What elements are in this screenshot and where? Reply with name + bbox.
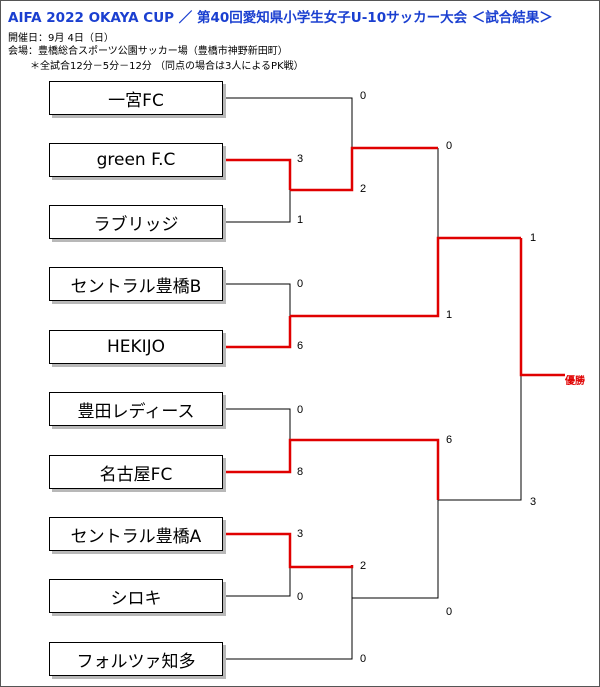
- team-slot-8: セントラル豊橋A: [49, 517, 223, 551]
- score-r1-1: 0: [360, 90, 367, 102]
- score-r1-3: 1: [297, 214, 304, 226]
- score-r3-1: 0: [446, 140, 453, 152]
- score-r1-4: 0: [297, 278, 304, 290]
- score-r2-2: 1: [446, 309, 453, 321]
- score-r1-6: 0: [297, 404, 304, 416]
- bracket-line-ichinomiya: [223, 97, 353, 148]
- score-r1-9: 0: [297, 591, 304, 603]
- score-final-1: 1: [530, 232, 537, 244]
- team-slot-7: 名古屋FC: [49, 455, 223, 489]
- bracket-win-r2-top: [290, 146, 438, 192]
- bracket-line-lovebridge: [223, 190, 291, 223]
- score-r2-3: 6: [446, 434, 453, 446]
- page-title: AIFA 2022 OKAYA CUP ／ 第40回愛知県小学生女子U-10サッ…: [8, 10, 553, 26]
- score-r1-10: 0: [360, 653, 367, 665]
- score-r2-4: 2: [360, 560, 367, 572]
- date-text: 開催日：9月 4日（日）: [8, 33, 114, 44]
- team-slot-10: フォルツァ知多: [49, 642, 223, 676]
- team-slot-6: 豊田レディース: [49, 392, 223, 426]
- team-slot-1: 一宮FC: [49, 81, 223, 115]
- score-r1-2: 3: [297, 153, 304, 165]
- bracket-win-final: [519, 238, 565, 377]
- team-slot-9: シロキ: [49, 579, 223, 613]
- bracket-line-shiroki: [223, 567, 291, 597]
- score-r3-2: 0: [446, 606, 453, 618]
- score-r1-8: 3: [297, 528, 304, 540]
- bracket-line-forza: [223, 598, 353, 660]
- team-slot-5: HEKIJO: [49, 330, 223, 364]
- team-slot-2: green F.C: [49, 143, 223, 177]
- score-r1-7: 8: [297, 466, 304, 478]
- bracket-line-r3-loser-bottom: [352, 500, 439, 599]
- bracket-win-nagoya: [223, 438, 440, 500]
- venue-text: 会場：豊橋総合スポーツ公園サッカー場（豊橋市神野新田町）: [8, 46, 288, 57]
- rules-note: ＊全試合12分－5分－12分 （同点の場合は3人によるPK戦）: [30, 61, 304, 72]
- team-slot-3: ラブリッジ: [49, 205, 223, 239]
- bracket-win-hekijo: [223, 316, 292, 349]
- bracket-win-centrala: [223, 532, 354, 569]
- score-r1-5: 6: [297, 340, 304, 352]
- score-final-2: 3: [530, 496, 537, 508]
- bracket-line-final-loser: [438, 375, 522, 501]
- winner-label: 優勝: [565, 376, 585, 387]
- team-slot-4: セントラル豊橋B: [49, 267, 223, 301]
- bracket-line-centralb: [223, 283, 291, 316]
- bracket-win-r3-top: [290, 236, 521, 318]
- bracket-win-green: [223, 158, 292, 190]
- score-r2-1: 2: [360, 183, 367, 195]
- bracket-line-toyota: [223, 408, 291, 440]
